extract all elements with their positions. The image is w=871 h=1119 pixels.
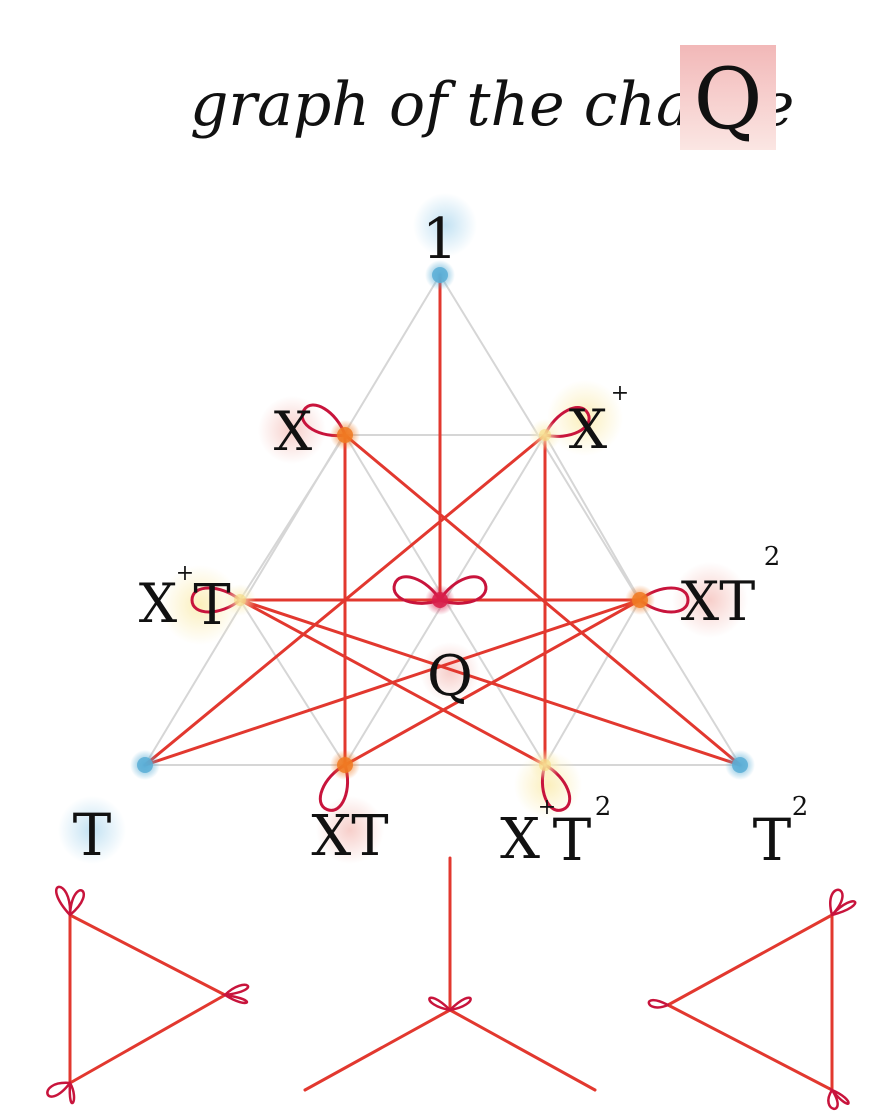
subgraph-loop <box>47 1083 74 1103</box>
label-Xplus-sup: + <box>611 381 629 406</box>
label-XT: XT <box>311 804 388 869</box>
label-XplusT2-tail: T <box>553 806 592 874</box>
subgraph-loop <box>429 998 450 1010</box>
node-XplusT2 <box>539 759 551 771</box>
subgraph-edge <box>668 1005 832 1090</box>
subgraph-row <box>47 858 855 1109</box>
label-X: X <box>274 400 313 463</box>
title: graph of the charge Q <box>190 45 794 150</box>
node-XplusT <box>234 594 246 606</box>
subgraph-edge <box>450 1010 595 1090</box>
subgraph-loop <box>56 887 84 915</box>
left-triangle <box>47 887 248 1103</box>
right-triangle <box>649 890 855 1109</box>
label-XplusT2-tail-sup: 2 <box>595 792 612 822</box>
center-tripod <box>305 858 595 1090</box>
grid-line <box>240 600 345 765</box>
node-XT <box>337 757 353 773</box>
label-XT2: XT <box>681 570 755 633</box>
node-T <box>137 757 153 773</box>
subgraph-edge <box>70 915 225 995</box>
grid-line <box>545 600 640 765</box>
edge-XplusT-T2 <box>240 600 740 765</box>
label-XplusT2: X <box>500 807 540 872</box>
label-Xplus: X <box>569 398 608 461</box>
label-T2: T <box>753 806 792 874</box>
subgraph-loop <box>649 1000 668 1007</box>
label-XplusT-tail: T <box>193 573 230 638</box>
node-Xplus <box>539 429 551 441</box>
node-Q <box>432 592 448 608</box>
node-XT2 <box>632 592 648 608</box>
subgraph-edge <box>70 995 225 1083</box>
label-XplusT: X <box>139 572 178 635</box>
label-Q: Q <box>427 644 473 709</box>
label-XT2-sup: 2 <box>764 542 781 572</box>
label-one: 1 <box>422 207 458 272</box>
subgraph-loop <box>830 890 855 915</box>
subgraph-loop <box>450 998 471 1010</box>
label-T2-sup: 2 <box>792 792 809 822</box>
label-XplusT-sup: + <box>176 561 194 586</box>
subgraph-loop <box>225 985 248 1003</box>
node-X <box>337 427 353 443</box>
subgraph-loop <box>828 1090 848 1109</box>
grid-line <box>440 275 740 765</box>
node-T2 <box>732 757 748 773</box>
label-halos <box>58 193 748 864</box>
subgraph-edge <box>305 1010 450 1090</box>
title-symbol: Q <box>694 50 763 148</box>
subgraph-edge <box>668 915 832 1005</box>
label-T: T <box>73 801 112 869</box>
